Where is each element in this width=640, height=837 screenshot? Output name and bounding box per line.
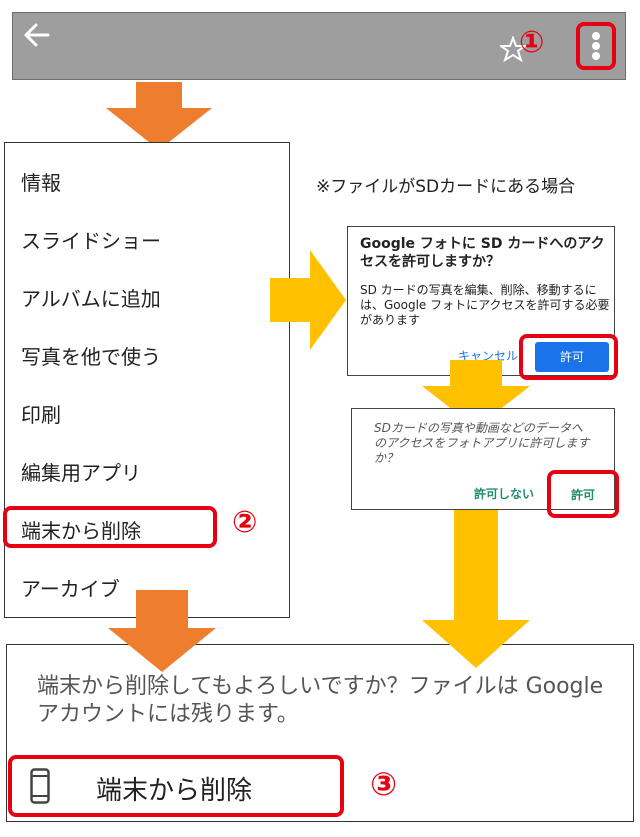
dialog-message: SD カードの写真を編集、削除、移動するには、Google フォトにアクセスを許…	[360, 283, 610, 327]
permission-allow-highlight-frame	[547, 470, 619, 518]
favorite-star-icon[interactable]	[500, 36, 526, 62]
menu-item-add-to-album[interactable]: アルバムに追加	[21, 287, 161, 311]
menu-item-info[interactable]: 情報	[21, 171, 61, 195]
phone-icon	[30, 768, 50, 804]
down-arrow-to-menu	[106, 82, 212, 150]
more-options-button[interactable]	[576, 22, 616, 70]
down-arrow-to-confirm	[108, 590, 216, 672]
confirm-message: 端末から削除してもよろしいですか？ファイルは Google アカウントには残りま…	[37, 674, 604, 727]
delete-highlight-frame	[3, 506, 217, 548]
step-3-marker: ③	[370, 765, 398, 803]
back-arrow-icon[interactable]	[22, 20, 52, 50]
delete-confirm-sheet: 端末から削除してもよろしいですか？ファイルは Google アカウントには残りま…	[6, 644, 634, 822]
overflow-menu: 情報 スライドショー アルバムに追加 写真を他で使う 印刷 編集用アプリ 端末か…	[4, 142, 290, 618]
permission-message: SDカードの写真や動画などのデータへのアクセスをフォトアプリに許可しますか？	[374, 421, 590, 465]
deny-button[interactable]: 許可しない	[474, 487, 535, 501]
allow-button[interactable]: 許可	[535, 342, 609, 372]
menu-item-slideshow[interactable]: スライドショー	[21, 229, 161, 253]
right-arrow-to-dialog	[270, 250, 346, 350]
menu-item-use-elsewhere[interactable]: 写真を他で使う	[21, 345, 161, 369]
down-arrow-to-permission	[422, 360, 530, 428]
delete-from-device-button[interactable]: 端末から削除	[96, 776, 253, 806]
down-arrow-from-permission	[422, 510, 530, 668]
menu-item-delete-from-device[interactable]: 端末から削除	[21, 519, 141, 543]
cancel-button[interactable]: キャンセル	[458, 349, 519, 363]
delete-action-highlight-frame	[8, 755, 344, 817]
allow-highlight-frame	[519, 334, 618, 380]
permission-dialog: SDカードの写真や動画などのデータへのアクセスをフォトアプリに許可しますか？ 許…	[351, 408, 615, 510]
menu-item-archive[interactable]: アーカイブ	[21, 577, 120, 601]
step-1-marker: ①	[519, 25, 545, 60]
step-2-marker: ②	[232, 505, 258, 540]
dialog-title: Google フォトに SD カードへのアクセスを許可しますか？	[360, 236, 605, 270]
menu-item-edit-app[interactable]: 編集用アプリ	[21, 461, 141, 485]
menu-item-print[interactable]: 印刷	[21, 403, 61, 427]
permission-allow-button[interactable]: 許可	[571, 488, 596, 502]
sd-card-note: ※ファイルがSDカードにある場合	[316, 177, 576, 197]
